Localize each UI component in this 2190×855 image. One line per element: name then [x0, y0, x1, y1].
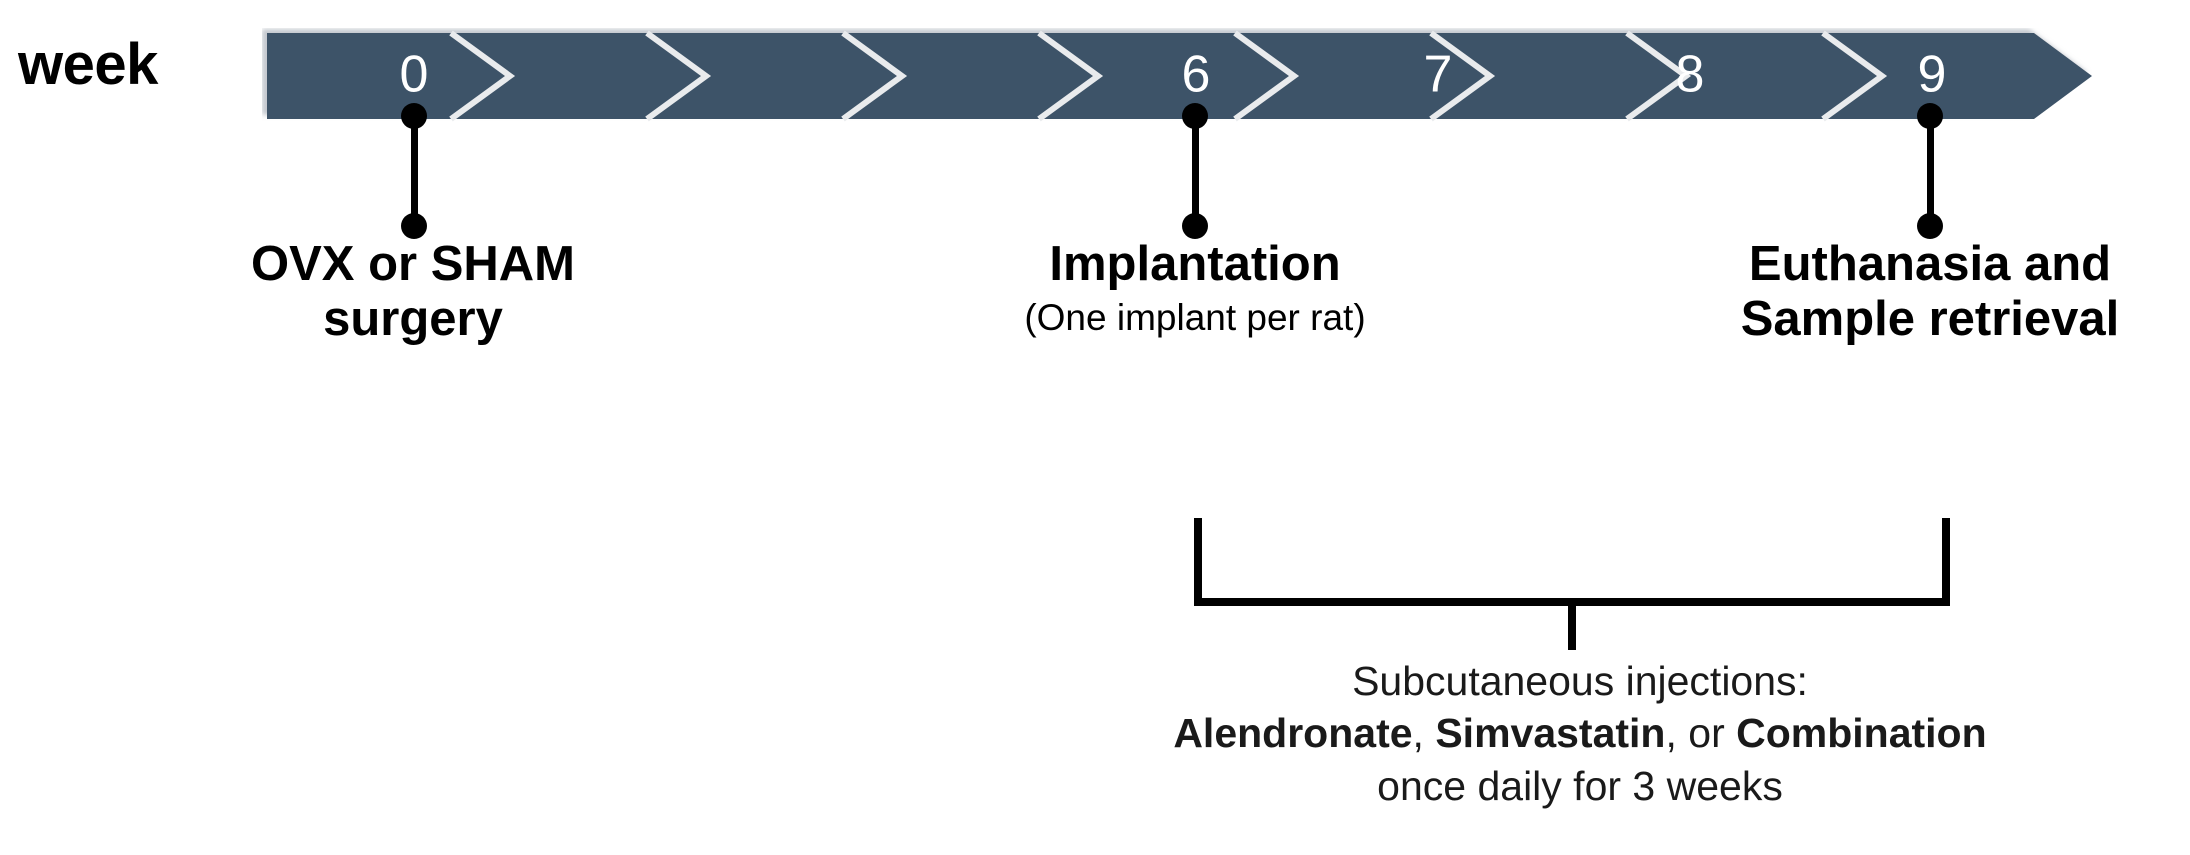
treatment-brace — [1180, 510, 1970, 660]
leader-dot-bottom-week-6 — [1182, 213, 1208, 239]
milestone-subtitle-week-6: (One implant per rat) — [1024, 296, 1366, 338]
treatment-note-part-4: Combination — [1736, 710, 1987, 757]
treatment-brace-svg — [1194, 518, 1950, 650]
milestone-title-line1-week-6: Implantation — [1049, 237, 1341, 291]
tick-week-6: 6 — [1182, 46, 1211, 104]
chevron-dividers — [449, 30, 1888, 122]
leader-week-6 — [1181, 103, 1209, 239]
milestone-label-week-6: Implantation (One implant per rat) — [910, 237, 1480, 340]
leader-week-0 — [400, 103, 428, 239]
milestone-title-line1-week-0: OVX or SHAM — [251, 237, 575, 291]
treatment-note-part-3: , or — [1665, 710, 1737, 757]
leader-stem-week-6 — [1191, 116, 1199, 226]
bar-body — [267, 33, 2092, 119]
milestone-title-line2-week-0: surgery — [323, 291, 503, 346]
tick-week-8: 8 — [1676, 46, 1705, 104]
treatment-note-line1: Subcutaneous injections: — [1352, 658, 1808, 704]
tick-week-7: 7 — [1424, 46, 1453, 104]
milestone-label-week-0: OVX or SHAM surgery — [128, 237, 698, 347]
milestone-title-line2-week-9: Sample retrieval — [1740, 291, 2120, 346]
leader-dot-bottom-week-0 — [401, 213, 427, 239]
milestone-title-line1-week-9: Euthanasia and — [1748, 237, 2112, 291]
leader-week-9 — [1916, 103, 1944, 239]
treatment-note-part-2: Simvastatin — [1435, 710, 1666, 757]
timeline-svg: 0 6 7 8 9 — [267, 30, 2092, 122]
treatment-note: Subcutaneous injections: Alendronate, Si… — [895, 655, 2190, 812]
timeline-bar: 0 6 7 8 9 — [262, 28, 2102, 124]
tick-week-9: 9 — [1918, 46, 1947, 104]
treatment-note-part-1: , — [1412, 710, 1436, 757]
leader-stem-week-0 — [410, 116, 418, 226]
treatment-note-part-0: Alendronate — [1173, 710, 1413, 757]
leader-stem-week-9 — [1926, 116, 1934, 226]
axis-label-week: week — [18, 32, 158, 97]
tick-week-0: 0 — [400, 46, 429, 104]
leader-dot-bottom-week-9 — [1917, 213, 1943, 239]
milestone-label-week-9: Euthanasia and Sample retrieval — [1645, 237, 2190, 347]
treatment-note-line2: Alendronate, Simvastatin, or Combination — [895, 707, 2190, 759]
treatment-note-line3: once daily for 3 weeks — [1377, 762, 1783, 809]
